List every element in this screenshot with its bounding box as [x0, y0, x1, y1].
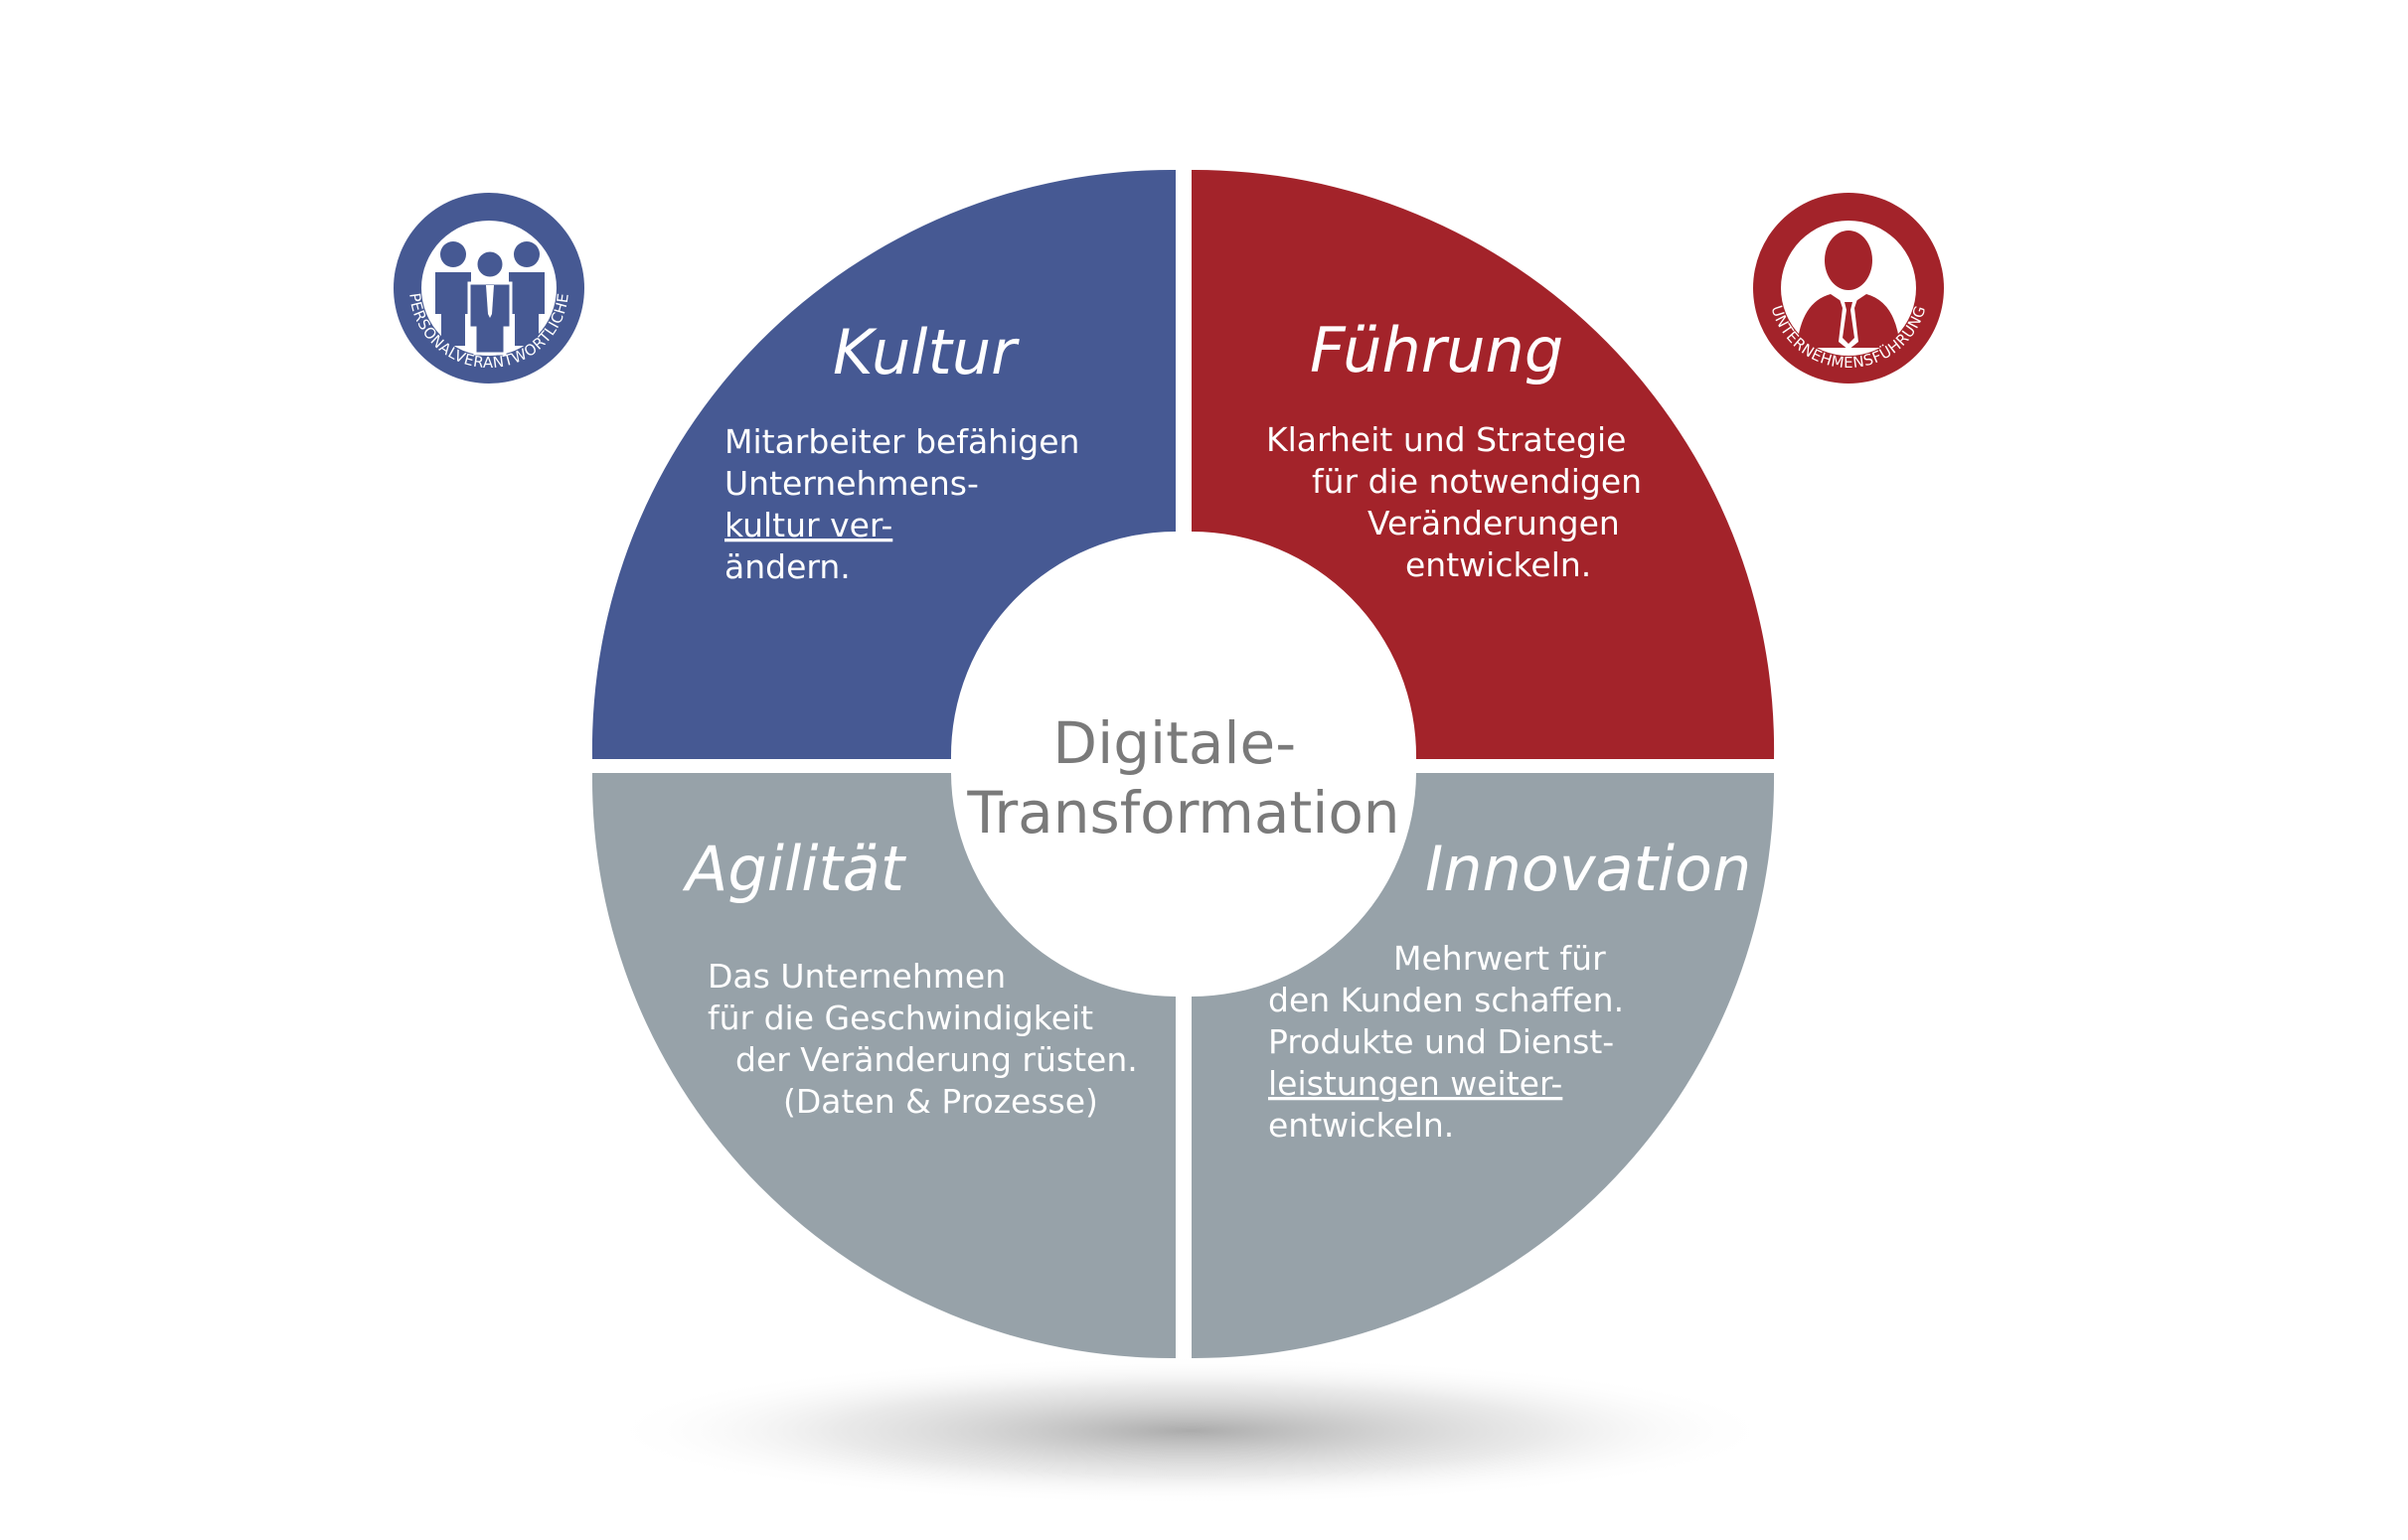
- quadrant-fuehrung[interactable]: [1192, 169, 1775, 760]
- innovation-title: Innovation: [1425, 833, 1751, 905]
- quadrant-agilitaet[interactable]: [591, 773, 1176, 1359]
- center-circle: [961, 542, 1406, 988]
- agilitaet-title: Agilität: [682, 833, 907, 905]
- kultur-title: Kultur: [833, 316, 1020, 388]
- ground-shadow: [604, 1356, 1777, 1505]
- innovation-text: Mehrwert für den Kunden schaffen. Produk…: [1268, 939, 1635, 1145]
- people-group-icon: [435, 241, 545, 356]
- agilitaet-text: Das Unternehmen für die Geschwindigkeit …: [708, 957, 1148, 1121]
- center-title: Digitale- Transformation: [966, 709, 1399, 847]
- quadrant-innovation[interactable]: [1192, 773, 1775, 1359]
- businessman-icon: [1797, 231, 1900, 350]
- quadrant-kultur[interactable]: [591, 169, 1176, 760]
- kultur-text: Mitarbeiter befähigen Unternehmens- kult…: [724, 422, 1090, 586]
- badge-personalverantwortliche: PERSONALVERANTWORTLICHE: [394, 193, 584, 384]
- badge-unternehmensfuehrung: UNTERNEHMENSFÜHRUNG: [1753, 193, 1944, 384]
- fuehrung-title: Führung: [1310, 314, 1563, 386]
- fuehrung-text: Klarheit und Strategie für die notwendig…: [1266, 420, 1653, 584]
